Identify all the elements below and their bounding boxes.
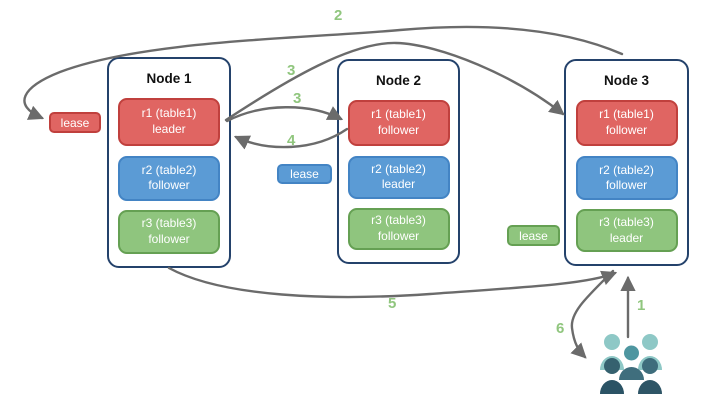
replica-name: r3 (table3) [141,216,197,231]
lease-badge-red: lease [49,112,101,133]
node-1: Node 1 r1 (table1) leader r2 (table2) fo… [107,57,231,268]
replica-role: follower [148,178,190,193]
replica-name: r1 (table1) [599,107,654,122]
node-1-replica-r3: r3 (table3) follower [118,209,220,254]
node-1-replica-r2: r2 (table2) follower [118,155,220,201]
node-3-replica-r2: r2 (table2) follower [575,156,678,201]
node-2-replica-r1: r1 (table1) follower [347,99,450,146]
node-2: Node 2 r1 (table1) follower r2 (table2) … [337,59,460,264]
node-3-title: Node 3 [603,73,649,88]
step-label-3a: 3 [287,62,296,79]
replica-name: r3 (table3) [599,214,654,229]
replica-name: r1 (table1) [371,106,426,121]
lease-badge-blue: lease [277,164,332,184]
replica-role: follower [377,122,420,137]
node-3: Node 3 r1 (table1) follower r2 (table2) … [564,59,689,266]
replica-name: r1 (table1) [141,105,197,120]
step-label-1: 1 [637,297,646,314]
replica-name: r2 (table2) [141,162,197,177]
replica-role: leader [152,121,186,136]
step-label-4: 4 [287,132,296,149]
replica-role: leader [609,230,644,245]
lease-badge-green: lease [507,225,560,246]
replica-role: follower [148,231,190,246]
replica-role: follower [605,178,648,193]
node-2-title: Node 2 [375,73,421,88]
node-1-replica-r1: r1 (table1) leader [118,97,220,146]
replica-name: r2 (table2) [599,162,654,177]
step-label-3b: 3 [293,90,302,107]
step-label-6: 6 [556,320,565,337]
users-icon [600,334,662,394]
step-label-5: 5 [388,295,397,312]
replica-name: r2 (table2) [371,161,426,176]
node-2-replica-r2: r2 (table2) leader [347,155,450,199]
node-3-replica-r3: r3 (table3) leader [575,209,678,252]
node-3-replica-r1: r1 (table1) follower [575,99,678,147]
arrow-step3-node1-to-node2 [225,106,344,123]
replica-role: follower [377,228,420,243]
replica-role: leader [381,177,416,192]
replica-role: follower [605,122,648,137]
node-2-replica-r3: r3 (table3) follower [347,207,450,250]
arrow-step5-node1-to-node3 [167,266,618,299]
node-1-title: Node 1 [146,71,192,86]
step-label-2: 2 [334,7,343,24]
replica-name: r3 (table3) [371,213,426,228]
